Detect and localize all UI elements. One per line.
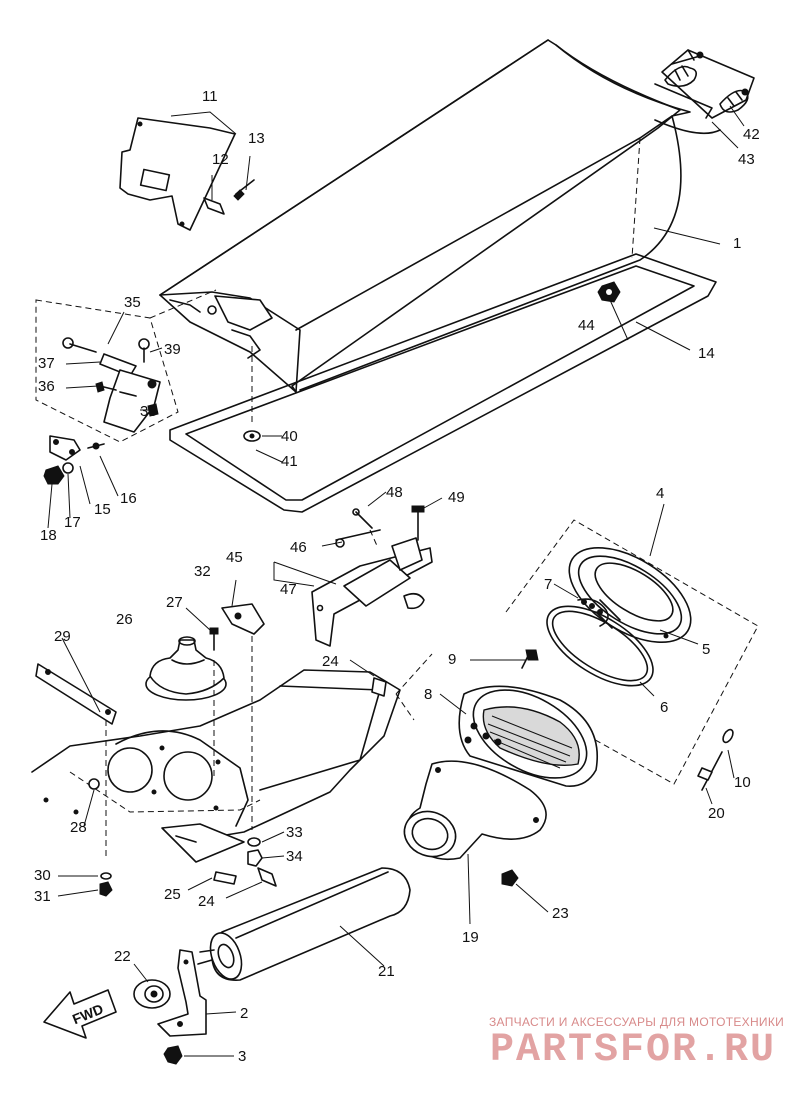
label-15: 15 [94, 501, 111, 518]
label-39: 39 [164, 341, 181, 358]
bolt-24-lower [257, 867, 277, 887]
label-44: 44 [578, 317, 595, 334]
hood-seal-frame [169, 253, 717, 513]
bolt-25 [213, 871, 237, 885]
label-29: 29 [54, 628, 71, 645]
label-24-lower: 24 [198, 893, 215, 910]
label-34: 34 [286, 848, 303, 865]
rubber-boot-26 [145, 636, 227, 701]
hood-hinge-bracket [654, 49, 755, 119]
hull-deck-plate [31, 669, 401, 863]
label-16: 16 [120, 490, 137, 507]
label-30: 30 [34, 867, 51, 884]
washer-30 [100, 872, 112, 880]
stud-40-41 [243, 346, 261, 442]
label-21: 21 [378, 963, 395, 980]
bracket-2 [157, 949, 207, 1037]
muffler-21 [197, 867, 411, 981]
label-36: 36 [38, 378, 55, 395]
mount-bracket-45 [311, 505, 433, 647]
silencer-cap-4 [568, 546, 692, 644]
label-3: 3 [238, 1048, 246, 1065]
engine-hood [159, 39, 721, 393]
pin-10-20 [697, 728, 734, 791]
latch-assembly-parts [62, 337, 161, 433]
label-2: 2 [240, 1005, 248, 1022]
bracket-15 [49, 435, 81, 461]
label-19: 19 [462, 929, 479, 946]
label-42: 42 [743, 126, 760, 143]
stay-29 [35, 663, 117, 725]
label-23: 23 [552, 905, 569, 922]
silencer-group-box [395, 519, 759, 785]
fwd-arrow-icon: FWD [43, 989, 117, 1039]
label-11: 11 [202, 88, 218, 105]
leader-lines [47, 105, 745, 1057]
label-35: 35 [124, 294, 141, 311]
name-plate-11 [119, 117, 236, 231]
label-33: 33 [286, 824, 303, 841]
screw-16 [87, 442, 105, 450]
label-14: 14 [698, 345, 715, 362]
drain-plug-line [105, 636, 253, 860]
label-13: 13 [248, 130, 265, 147]
silencer-body [458, 685, 598, 787]
label-49: 49 [448, 489, 465, 506]
bolt-27 [209, 627, 219, 651]
label-31: 31 [34, 888, 51, 905]
label-4: 4 [656, 485, 664, 502]
nut-44 [597, 281, 621, 303]
muffler-connector-19 [403, 760, 547, 861]
nut-3 [163, 1045, 183, 1065]
label-48: 48 [386, 484, 403, 501]
label-10: 10 [734, 774, 751, 791]
watermark: ЗАПЧАСТИ И АКСЕССУАРЫ ДЛЯ МОТОТЕХНИКИ PA… [489, 1015, 784, 1073]
label-38: 38 [140, 403, 157, 420]
label-22: 22 [114, 948, 131, 965]
label-41: 41 [281, 453, 298, 470]
washer-33 [247, 837, 261, 847]
label-27: 27 [166, 594, 183, 611]
label-45: 45 [226, 549, 243, 566]
clip-12 [203, 197, 225, 215]
watermark-brand: PARTSFOR.RU [490, 1028, 776, 1073]
label-7: 7 [544, 576, 552, 593]
nut-28 [88, 778, 100, 790]
screw-13 [233, 179, 255, 201]
label-6: 6 [660, 699, 668, 716]
label-18: 18 [40, 527, 57, 544]
gasket-6 [546, 605, 654, 687]
label-47: 47 [280, 581, 297, 598]
washer-17 [62, 462, 74, 474]
watermark-tagline: ЗАПЧАСТИ И АКСЕССУАРЫ ДЛЯ МОТОТЕХНИКИ [489, 1015, 784, 1029]
label-43: 43 [738, 151, 755, 168]
nut-31 [99, 881, 113, 897]
nut-34 [247, 849, 263, 867]
clamp-32 [221, 603, 265, 635]
label-40: 40 [281, 428, 298, 445]
label-25: 25 [164, 886, 181, 903]
nut-23 [501, 869, 519, 887]
label-17: 17 [64, 514, 81, 531]
bolt-24-upper [371, 677, 387, 697]
label-37: 37 [38, 355, 55, 372]
nut-18 [43, 465, 65, 485]
label-20: 20 [708, 805, 725, 822]
label-9: 9 [448, 651, 456, 668]
label-5: 5 [702, 641, 710, 658]
label-26: 26 [116, 611, 133, 628]
label-8: 8 [424, 686, 432, 703]
label-12: 12 [212, 151, 229, 168]
label-32: 32 [194, 563, 211, 580]
stud-9 [521, 649, 539, 669]
rubber-mount-22 [133, 979, 171, 1009]
label-24-upper: 24 [322, 653, 339, 670]
label-46: 46 [290, 539, 307, 556]
label-28: 28 [70, 819, 87, 836]
latch-assembly-box [35, 289, 217, 443]
part-labels: 11 12 13 1 42 43 44 14 35 39 37 36 38 40… [34, 88, 760, 1065]
label-1: 1 [733, 235, 741, 252]
